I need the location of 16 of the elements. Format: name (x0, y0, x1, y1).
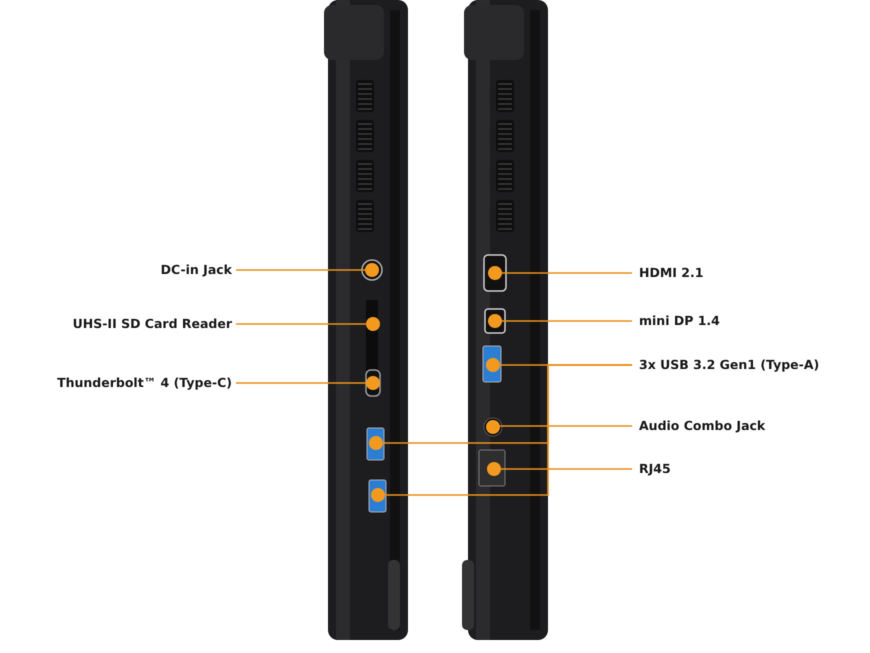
leader-line (501, 468, 632, 470)
leader-line (236, 382, 366, 384)
port-label: 3x USB 3.2 Gen1 (Type-A) (639, 355, 820, 375)
port-label: mini DP 1.4 (639, 311, 720, 331)
port-label: UHS-II SD Card Reader (72, 314, 232, 334)
leader-line (502, 320, 632, 322)
leader-line (385, 364, 632, 496)
port-label: HDMI 2.1 (639, 263, 704, 283)
port-label: Audio Combo Jack (639, 416, 766, 436)
leader-line (500, 425, 632, 427)
leader-line (502, 272, 632, 274)
leader-line (236, 323, 366, 325)
leader-line (236, 269, 365, 271)
port-label: Thunderbolt™ 4 (Type-C) (57, 373, 232, 393)
port-label: RJ45 (639, 459, 671, 479)
port-label: DC-in Jack (160, 260, 232, 280)
